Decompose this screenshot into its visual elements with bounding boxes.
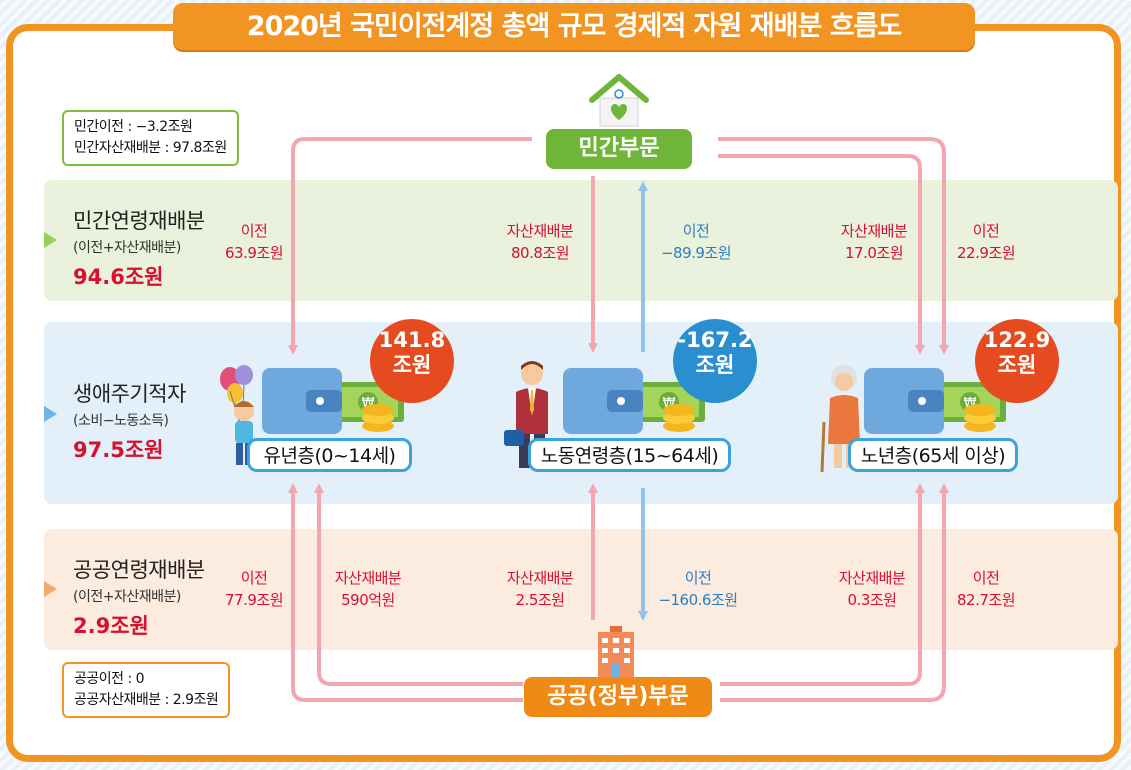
youth-group-label: 유년층(0~14세)	[247, 438, 412, 472]
working-group-label: 노동연령층(15~64세)	[528, 438, 731, 472]
public-row-subtitle: (이전+자산재배분)	[73, 589, 181, 605]
public-sector-label: 공공(정부)부문	[524, 677, 712, 717]
lifecycle-row-label: 생애주기적자 (소비−노동소득) 97.5조원	[73, 378, 186, 464]
lifecycle-row-title: 생애주기적자	[73, 382, 186, 406]
public-working-transfer: 이전 −160.6조원	[646, 567, 750, 611]
arrow-public-to-elderly-transfer	[720, 483, 949, 702]
public-asset-summary: 공공자산재배분 : 2.9조원	[74, 692, 219, 708]
private-summary-box: 민간이전 : −3.2조원 민간자산재배분 : 97.8조원	[62, 110, 239, 166]
public-row-title: 공공연령재배분	[73, 558, 205, 582]
flow-type: 자산재배분	[506, 222, 574, 240]
flow-type: 이전	[972, 222, 1000, 240]
public-youth-transfer: 이전 77.9조원	[214, 567, 294, 611]
public-youth-asset: 자산재배분 590억원	[318, 567, 418, 611]
private-asset-summary: 민간자산재배분 : 97.8조원	[74, 140, 227, 156]
private-sector-label: 민간부문	[546, 129, 692, 169]
house-heart-icon	[589, 74, 649, 127]
flow-type: 자산재배분	[840, 222, 908, 240]
elderly-deficit-badge: 122.9 조원	[975, 319, 1059, 403]
row-marker-icon	[44, 406, 57, 422]
arrow-private-to-elderly-transfer	[718, 137, 949, 355]
public-age-reallocation-band	[44, 529, 1118, 650]
lifecycle-row-subtitle: (소비−노동소득)	[73, 413, 169, 429]
private-youth-transfer: 이전 63.9조원	[214, 220, 294, 264]
flow-amount: 63.9조원	[225, 244, 284, 262]
public-row-value: 2.9조원	[73, 614, 149, 638]
private-working-transfer: 이전 −89.9조원	[648, 220, 744, 264]
badge-amount: 122.9	[983, 328, 1051, 352]
arrow-public-to-youth-transfer	[288, 483, 523, 702]
private-working-asset: 자산재배분 80.8조원	[490, 220, 590, 264]
public-summary-box: 공공이전 : 0 공공자산재배분 : 2.9조원	[62, 662, 231, 718]
flow-type: 자산재배분	[506, 569, 574, 587]
flow-amount: −160.6조원	[658, 591, 738, 609]
wallet-money-icon: ₩	[563, 368, 705, 434]
private-row-label: 민간연령재배분 (이전+자산재배분) 94.6조원	[73, 205, 205, 291]
private-transfer-summary: 민간이전 : −3.2조원	[74, 119, 193, 135]
badge-unit: 조원	[997, 353, 1037, 377]
flow-amount: 82.7조원	[957, 591, 1016, 609]
private-row-value: 94.6조원	[73, 265, 164, 289]
private-row-subtitle: (이전+자산재배분)	[73, 240, 181, 256]
private-age-reallocation-band	[44, 180, 1118, 301]
public-elderly-asset: 자산재배분 0.3조원	[822, 567, 922, 611]
public-elderly-transfer: 이전 82.7조원	[946, 567, 1026, 611]
public-row-label: 공공연령재배분 (이전+자산재배분) 2.9조원	[73, 554, 205, 640]
elderly-group-label: 노년층(65세 이상)	[848, 438, 1018, 472]
flow-amount: 22.9조원	[957, 244, 1016, 262]
arrow-public-to-elderly-asset	[720, 483, 925, 686]
flow-type: 자산재배분	[334, 569, 402, 587]
public-working-asset: 자산재배분 2.5조원	[490, 567, 590, 611]
wallet-money-icon: ₩	[262, 368, 404, 434]
flow-type: 이전	[682, 222, 710, 240]
arrow-public-to-youth-asset	[314, 483, 523, 686]
row-marker-icon	[44, 232, 57, 248]
lifecycle-row-value: 97.5조원	[73, 438, 164, 462]
page-title: 2020년 국민이전계정 총액 규모 경제적 자원 재배분 흐름도	[173, 3, 975, 50]
flow-amount: 590억원	[341, 591, 395, 609]
private-elderly-asset: 자산재배분 17.0조원	[824, 220, 924, 264]
badge-unit: 조원	[695, 353, 735, 377]
row-marker-icon	[44, 581, 57, 597]
badge-unit: 조원	[392, 353, 432, 377]
flow-amount: −89.9조원	[660, 244, 732, 262]
arrow-private-to-elderly-asset	[718, 154, 925, 355]
badge-amount: -167.2	[677, 328, 753, 352]
flow-amount: 2.5조원	[515, 591, 565, 609]
flow-amount: 80.8조원	[511, 244, 570, 262]
badge-amount: 141.8	[378, 328, 446, 352]
private-row-title: 민간연령재배분	[73, 209, 205, 233]
flow-type: 이전	[240, 569, 268, 587]
flow-type: 이전	[972, 569, 1000, 587]
youth-deficit-badge: 141.8 조원	[370, 319, 454, 403]
working-deficit-badge: -167.2 조원	[673, 319, 757, 403]
flow-amount: 0.3조원	[847, 591, 897, 609]
flow-type: 이전	[240, 222, 268, 240]
private-elderly-transfer: 이전 22.9조원	[946, 220, 1026, 264]
flow-amount: 17.0조원	[845, 244, 904, 262]
government-building-icon	[598, 626, 634, 678]
public-transfer-summary: 공공이전 : 0	[74, 671, 145, 687]
flow-type: 이전	[684, 569, 712, 587]
arrow-private-to-youth	[288, 137, 532, 355]
flow-amount: 77.9조원	[225, 591, 284, 609]
flow-type: 자산재배분	[838, 569, 906, 587]
